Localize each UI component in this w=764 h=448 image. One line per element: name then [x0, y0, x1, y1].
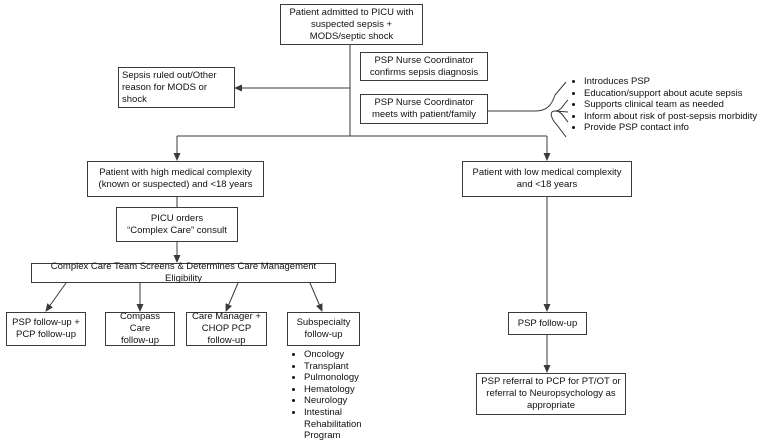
high-complexity-box: Patient with high medical complexity (kn…	[87, 161, 264, 197]
list-item: Pulmonology	[304, 372, 384, 384]
list-item: Transplant	[304, 361, 384, 373]
list-item: Introduces PSP	[584, 76, 764, 88]
ruled-out-box: Sepsis ruled out/Other reason for MODS o…	[118, 67, 235, 108]
picu-orders-box: PICU orders “Complex Care” consult	[116, 207, 238, 242]
low-complexity-box: Patient with low medical complexity and …	[462, 161, 632, 197]
psp-followup-box: PSP follow-up	[508, 312, 587, 335]
brace-to-meeting-items	[488, 81, 569, 138]
arrow-to-subspecialty	[309, 282, 323, 312]
arrow-to-psp-pcp	[45, 282, 67, 312]
screens-box: Complex Care Team Screens & Determines C…	[31, 261, 336, 284]
list-item: Inform about risk of post-sepsis morbidi…	[584, 111, 764, 123]
list-item: Neurology	[304, 395, 384, 407]
care-manager-box: Care Manager + CHOP PCP follow-up	[186, 311, 267, 346]
psp-referral-box: PSP referral to PCP for PT/OT or referra…	[476, 373, 626, 415]
list-item: Oncology	[304, 349, 384, 361]
list-item: Hematology	[304, 384, 384, 396]
psp-pcp-box: PSP follow-up + PCP follow-up	[6, 312, 86, 346]
admitted-box: Patient admitted to PICU with suspected …	[280, 4, 423, 45]
subspecialty-box: Subspecialty follow-up	[287, 312, 360, 346]
confirms-box: PSP Nurse Coordinator confirms sepsis di…	[360, 52, 488, 81]
list-item: Provide PSP contact info	[584, 122, 764, 134]
list-item: Intestinal Rehabilitation Program	[304, 407, 384, 442]
subspecialty-items-list: OncologyTransplantPulmonologyHematologyN…	[292, 349, 384, 442]
compass-box: Compass Care follow-up	[105, 311, 175, 346]
arrow-to-care-manager	[225, 282, 239, 312]
list-item: Supports clinical team as needed	[584, 99, 764, 111]
meets-box: PSP Nurse Coordinator meets with patient…	[360, 94, 488, 124]
list-item: Education/support about acute sepsis	[584, 88, 764, 100]
meeting-items-list: Introduces PSPEducation/support about ac…	[572, 76, 764, 134]
